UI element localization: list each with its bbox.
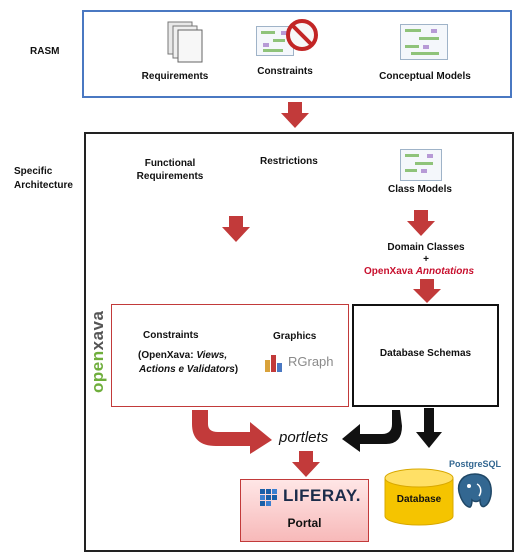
database-cylinder-icon [384,468,454,526]
requirements-label: Requirements [141,71,209,82]
restrictions-label: Restrictions [260,156,318,167]
database-schemas-box [352,304,499,407]
class-models-label: Class Models [388,184,452,195]
postgresql-label: PostgreSQL [449,459,502,469]
model-diagram-icon [400,24,448,60]
plus-label: + [423,254,429,265]
model-diagram-icon [400,149,442,181]
down-arrow [222,216,250,242]
specific-section-label-line1: Specific [14,166,53,177]
openxava-logo: openxava [88,310,107,393]
specific-section-label-line2: Architecture [14,180,73,191]
database-label: Database [396,494,442,505]
down-arrow [292,451,320,477]
postgresql-elephant-icon [457,473,492,508]
down-arrow [413,279,441,303]
down-arrow [281,102,309,128]
openxava-constraints-box [111,304,349,407]
portal-label: Portal [287,516,322,530]
prohibition-icon [286,19,318,51]
black-down-arrow [416,408,442,448]
liferay-label: LIFERAY. [283,486,362,505]
functional-requirements-label-line1: Functional [144,158,196,169]
database-schemas-label: Database Schemas [379,348,472,359]
conceptual-models-label: Conceptual Models [379,71,471,82]
portlets-label: portlets [279,429,329,446]
openxava-views-line: (OpenXava: Views, [138,350,228,361]
functional-requirements-label-line2: Requirements [136,171,204,182]
constraints-label: Constraints [257,66,313,77]
document-stack-icon [167,21,203,63]
constraints-label: Constraints [143,330,199,341]
openxava-label: OpenXava [364,266,413,277]
openxava-actions-line: Actions e Validators) [139,364,239,375]
rgraph-icon [265,355,282,372]
annotations-label: Annotations [415,266,475,277]
rasm-section-label: RASM [30,46,60,57]
rgraph-label: RGraph [288,354,334,369]
domain-classes-label: Domain Classes [387,242,465,253]
graphics-label: Graphics [273,331,317,342]
liferay-logo-icon [260,489,277,506]
curved-arrow-right [192,410,272,454]
openxava-annotations-label: OpenXava Annotations [364,266,474,278]
down-arrow [407,210,435,236]
curved-arrow-left [342,410,402,452]
